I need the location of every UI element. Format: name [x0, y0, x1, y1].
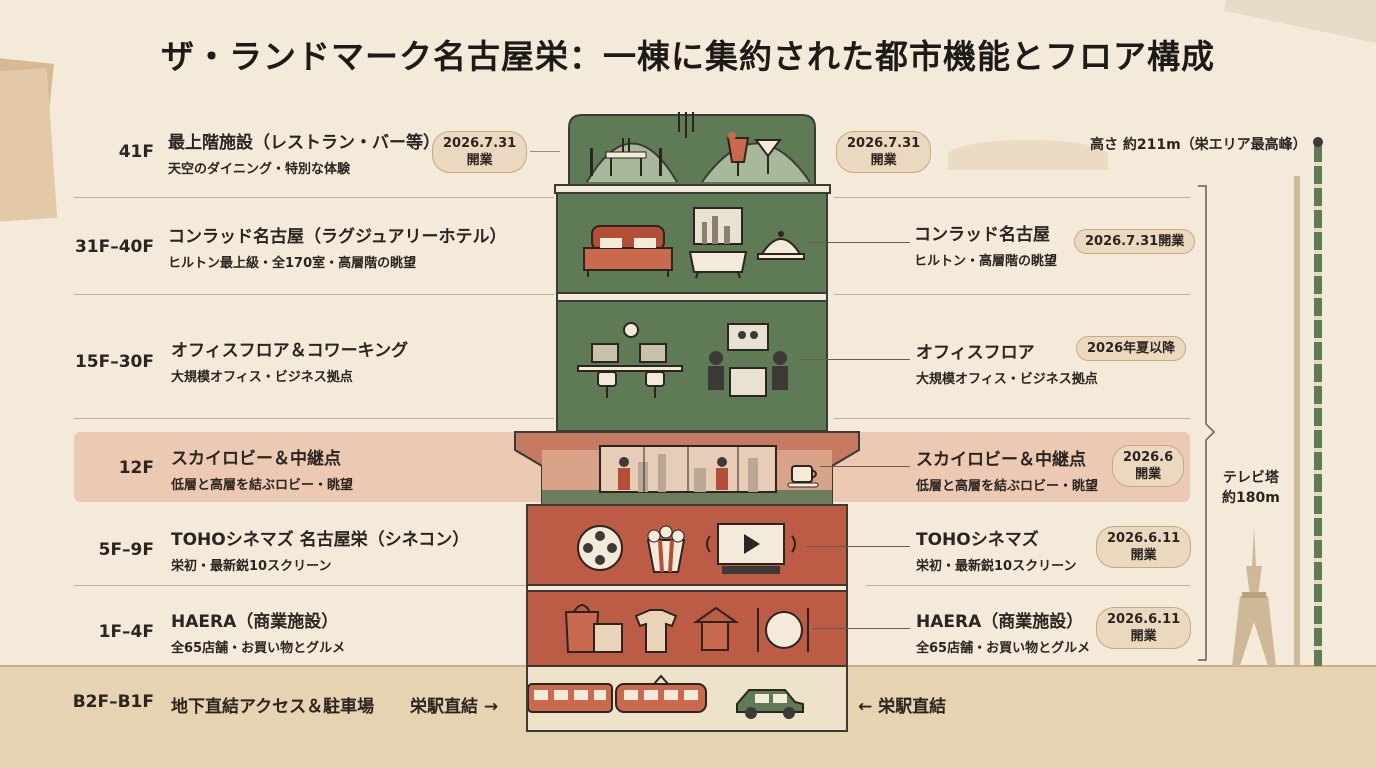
- cinema-screen-icon: [706, 523, 796, 574]
- floor-block-skylobby: スカイロビー＆中継点 低層と高層を結ぶロビー・眺望: [171, 444, 353, 493]
- height-note: 高さ 約211m（栄エリア最高峰）: [1090, 137, 1307, 153]
- divider: [74, 585, 526, 586]
- floor-label: 41F: [118, 142, 154, 162]
- floor-block-office: オフィスフロア＆コワーキング 大規模オフィス・ビジネス拠点: [171, 336, 408, 385]
- floor-block-41f: 最上階施設（レストラン・バー等） 天空のダイニング・特別な体験: [168, 128, 440, 177]
- tv-tower-height-bar: [1294, 176, 1300, 666]
- leader-line: [800, 359, 910, 360]
- leader-line: [806, 242, 910, 243]
- train-icon: [528, 674, 707, 713]
- floor-title: コンラッド名古屋: [914, 225, 1050, 245]
- floor-title: スカイロビー＆中継点: [916, 450, 1086, 470]
- opening-badge: 2026.7.31 開業: [836, 131, 932, 173]
- height-bracket: [1198, 185, 1216, 661]
- floor-title: コンラッド名古屋（ラグジュアリーホテル）: [168, 227, 507, 247]
- leader-line: [812, 628, 910, 629]
- floor-label: 5F–9F: [98, 540, 154, 560]
- divider: [74, 197, 554, 198]
- floor-label: 15F–30F: [74, 352, 154, 372]
- bed-icon: [583, 225, 673, 277]
- opening-badge: 2026.6.11 開業: [1096, 607, 1192, 649]
- car-icon: [736, 689, 804, 719]
- page-title: ザ・ランドマーク名古屋栄：一棟に集約された都市機能とフロア構成: [161, 37, 1215, 76]
- floor-subtitle: 栄初・最新鋭10スクリーン: [916, 559, 1077, 574]
- divider: [834, 197, 1190, 198]
- floor-label: 1F–4F: [98, 622, 154, 642]
- film-popcorn-icon: [577, 525, 686, 573]
- access-right: ← 栄駅直結: [858, 697, 947, 717]
- divider: [74, 418, 554, 419]
- pendant-light-icon: [678, 112, 694, 138]
- right-block-hotel: コンラッド名古屋 ヒルトン・高層階の眺望: [914, 220, 1057, 269]
- opening-badge: 2026.7.31 開業: [432, 131, 528, 173]
- coffee-cup-icon: [787, 465, 819, 488]
- leader-line: [820, 466, 910, 467]
- cocktail-icon: [726, 132, 782, 176]
- leader-line: [806, 546, 910, 547]
- leader-line: [530, 151, 560, 152]
- divider: [866, 585, 1190, 586]
- floor-label: B2F–B1F: [72, 692, 154, 712]
- opening-badge: 2026年夏以降: [1076, 336, 1187, 361]
- divider: [74, 294, 554, 295]
- floor-subtitle: 全65店舗・お買い物とグルメ: [916, 641, 1091, 656]
- tv-tower-label: テレビ塔 約180m: [1222, 470, 1280, 506]
- divider: [834, 294, 1190, 295]
- meeting-icon: [708, 323, 788, 397]
- tv-tower-icon: [1232, 526, 1276, 666]
- opening-badge: 2026.7.31開業: [1074, 229, 1196, 254]
- floor-title: TOHOシネマズ: [916, 530, 1039, 550]
- floor-title: HAERA（商業施設）: [916, 612, 1084, 632]
- height-marker: [1313, 137, 1323, 147]
- decor-cloud: [948, 140, 1108, 170]
- bathtub-view-icon: [688, 207, 748, 279]
- floor-title: TOHOシネマズ 名古屋栄（シネコン）: [171, 530, 470, 550]
- floor-subtitle: 全65店舗・お買い物とグルメ: [171, 641, 346, 656]
- floor-title: 最上階施設（レストラン・バー等）: [168, 133, 440, 153]
- cloche-icon: [757, 231, 805, 260]
- shopping-icons: [564, 604, 809, 653]
- floor-title: HAERA（商業施設）: [171, 612, 339, 632]
- office-desk-icon: [577, 322, 683, 398]
- opening-badge: 2026.6.11 開業: [1096, 526, 1192, 568]
- access-left: 栄駅直結 →: [410, 697, 499, 717]
- floor-subtitle: 低層と高層を結ぶロビー・眺望: [916, 479, 1099, 494]
- floor-title: スカイロビー＆中継点: [171, 449, 341, 469]
- floor-subtitle: 天空のダイニング・特別な体験: [168, 162, 351, 177]
- divider: [834, 418, 1190, 419]
- skyline-window-icon: [599, 445, 777, 493]
- floor-subtitle: 大規模オフィス・ビジネス拠点: [916, 372, 1098, 387]
- floor-subtitle: ヒルトン最上級・全170室・高層階の眺望: [168, 256, 417, 271]
- floor-title: オフィスフロア: [916, 343, 1035, 363]
- dining-table-icon: [590, 138, 662, 176]
- right-block-skylobby: スカイロビー＆中継点 低層と高層を結ぶロビー・眺望: [916, 445, 1098, 494]
- right-block-haera: HAERA（商業施設） 全65店舗・お買い物とグルメ: [916, 607, 1090, 656]
- floor-block-haera: HAERA（商業施設） 全65店舗・お買い物とグルメ: [171, 607, 345, 656]
- right-block-office: オフィスフロア 大規模オフィス・ビジネス拠点: [916, 338, 1098, 387]
- landmark-height-bar: [1314, 144, 1322, 666]
- floor-subtitle: 大規模オフィス・ビジネス拠点: [171, 370, 353, 385]
- floor-subtitle: ヒルトン・高層階の眺望: [914, 254, 1058, 269]
- opening-badge: 2026.6 開業: [1112, 445, 1185, 487]
- floor-title: 地下直結アクセス＆駐車場: [171, 697, 375, 717]
- floor-label: 12F: [118, 458, 154, 478]
- right-block-cinema: TOHOシネマズ 栄初・最新鋭10スクリーン: [916, 525, 1076, 574]
- floor-block-hotel: コンラッド名古屋（ラグジュアリーホテル） ヒルトン最上級・全170室・高層階の眺…: [168, 222, 506, 271]
- floor-subtitle: 栄初・最新鋭10スクリーン: [171, 559, 332, 574]
- floor-label: 31F–40F: [74, 237, 154, 257]
- floor-title: オフィスフロア＆コワーキング: [171, 341, 409, 361]
- floor-block-cinema: TOHOシネマズ 名古屋栄（シネコン） 栄初・最新鋭10スクリーン: [171, 525, 469, 574]
- floor-subtitle: 低層と高層を結ぶロビー・眺望: [171, 478, 354, 493]
